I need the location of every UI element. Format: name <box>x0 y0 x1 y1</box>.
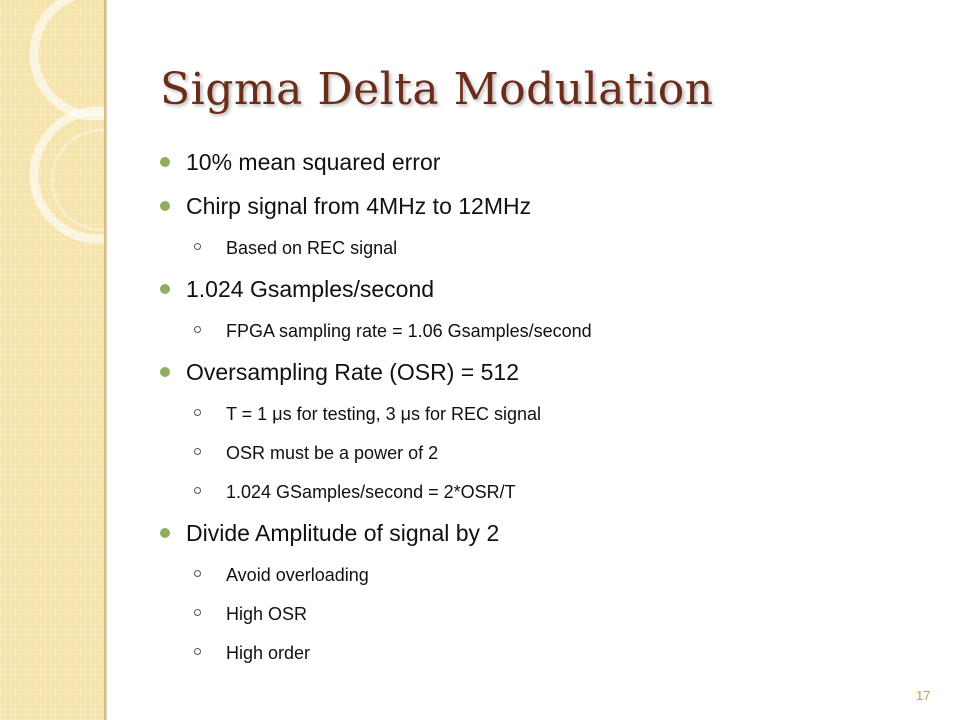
bullet-item: Oversampling Rate (OSR) = 512 <box>160 352 592 396</box>
sub-bullet-item: High order <box>160 635 592 674</box>
sub-bullet-item: High OSR <box>160 596 592 635</box>
bullet-text: Chirp signal from 4MHz to 12MHz <box>186 193 532 219</box>
sub-bullet-ring-icon <box>194 448 201 455</box>
bullet-dot-icon <box>160 528 170 538</box>
bullet-text: Oversampling Rate (OSR) = 512 <box>186 359 519 385</box>
bullet-item: Divide Amplitude of signal by 2 <box>160 513 592 557</box>
bullet-dot-icon <box>160 367 170 377</box>
bullet-list: 10% mean squared error Chirp signal from… <box>160 142 592 674</box>
sub-bullet-text: High order <box>226 643 311 663</box>
bullet-text: 1.024 Gsamples/second <box>186 276 435 302</box>
bullet-dot-icon <box>160 157 170 167</box>
sub-bullet-ring-icon <box>194 609 201 616</box>
sub-bullet-text: 1.024 GSamples/second = 2*OSR/T <box>226 482 516 502</box>
sub-bullet-ring-icon <box>194 409 201 416</box>
bullet-text: 10% mean squared error <box>186 149 441 175</box>
bullet-item: 1.024 Gsamples/second <box>160 269 592 313</box>
sub-bullet-item: FPGA sampling rate = 1.06 Gsamples/secon… <box>160 313 592 352</box>
sub-bullet-item: OSR must be a power of 2 <box>160 435 592 474</box>
sub-bullet-text: Avoid overloading <box>226 565 369 585</box>
sub-bullet-ring-icon <box>194 243 201 250</box>
bullet-text: Divide Amplitude of signal by 2 <box>186 520 500 546</box>
decorative-circles-graphic <box>29 0 106 244</box>
sub-bullet-ring-icon <box>194 487 201 494</box>
sub-bullet-item: T = 1 μs for testing, 3 μs for REC signa… <box>160 396 592 435</box>
bullet-dot-icon <box>160 284 170 294</box>
sub-bullet-ring-icon <box>194 570 201 577</box>
sub-bullet-ring-icon <box>194 648 201 655</box>
sidebar-divider <box>104 0 107 720</box>
sub-bullet-item: 1.024 GSamples/second = 2*OSR/T <box>160 474 592 513</box>
sub-bullet-text: Based on REC signal <box>226 238 398 258</box>
sub-bullet-text: FPGA sampling rate = 1.06 Gsamples/secon… <box>226 321 592 341</box>
sub-bullet-item: Avoid overloading <box>160 557 592 596</box>
sub-bullet-ring-icon <box>194 326 201 333</box>
sub-bullet-item: Based on REC signal <box>160 230 592 269</box>
sub-bullet-text: High OSR <box>226 604 308 624</box>
bullet-item: Chirp signal from 4MHz to 12MHz <box>160 186 592 230</box>
bullet-item: 10% mean squared error <box>160 142 592 186</box>
bullet-dot-icon <box>160 201 170 211</box>
slide-number: 17 <box>916 688 931 703</box>
decorative-sidebar <box>0 0 106 720</box>
sub-bullet-text: T = 1 μs for testing, 3 μs for REC signa… <box>226 404 542 424</box>
slide-title: Sigma Delta Modulation <box>160 64 714 115</box>
sub-bullet-text: OSR must be a power of 2 <box>226 443 439 463</box>
